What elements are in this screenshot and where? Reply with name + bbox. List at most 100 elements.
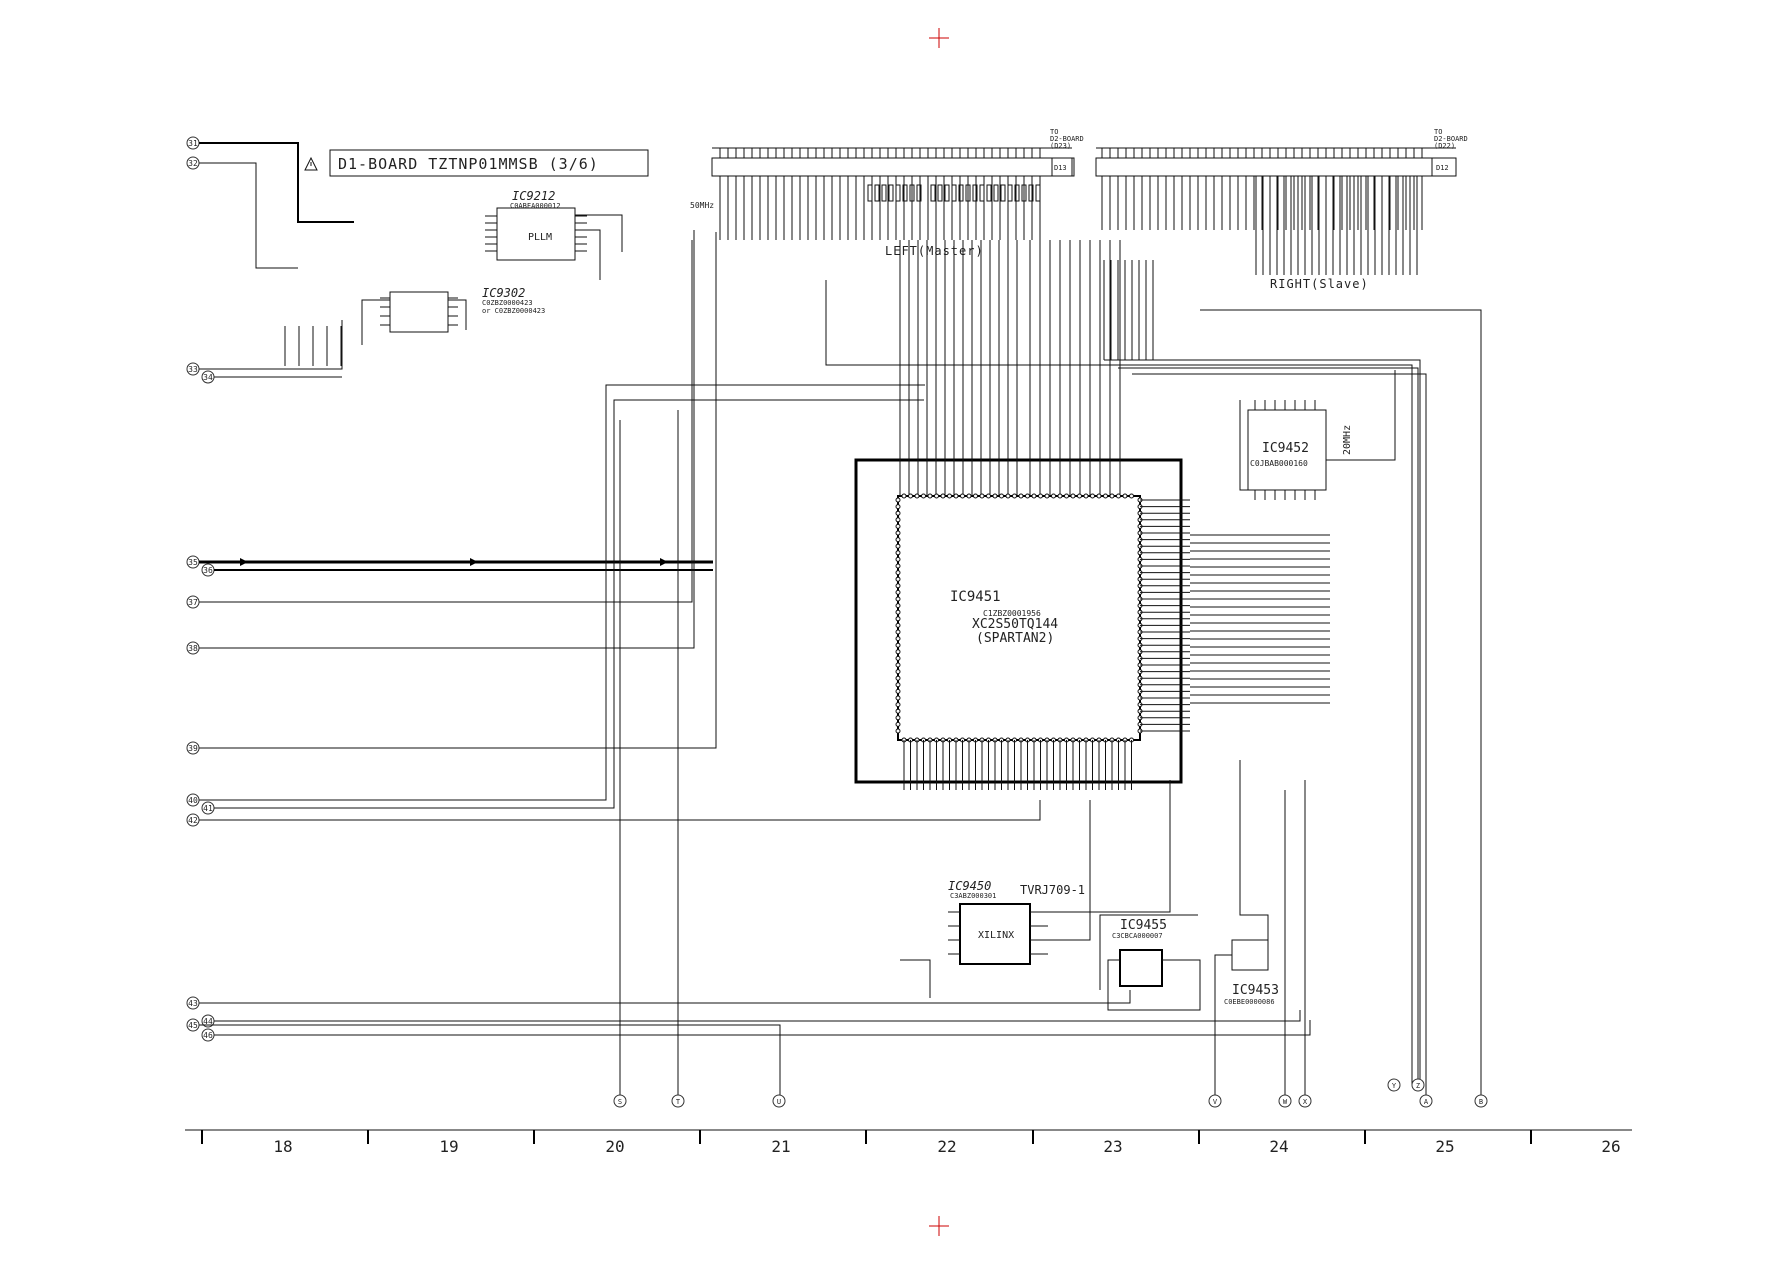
ic9450-part: C3ABZ000301 xyxy=(950,892,996,900)
ic9455-block: IC9455 C3CBCA000007 xyxy=(1112,918,1167,987)
left-terminal-label: 36 xyxy=(203,566,213,575)
ic9453-label: IC9453 xyxy=(1232,983,1279,998)
left-terminal: 32 xyxy=(186,156,200,170)
ic9451-label: IC9451 xyxy=(950,589,1001,605)
left-terminal-label: 42 xyxy=(188,816,198,825)
ic9302-block: IC9302 C0ZBZ0000423 or C0ZBZ0000423 xyxy=(389,286,545,333)
grid-column-label: 25 xyxy=(1435,1137,1454,1156)
ic9212-block: IC9212 C0ABFA000012 PLLM xyxy=(496,189,576,261)
left-terminal-label: 31 xyxy=(188,139,198,148)
left-terminal-label: 44 xyxy=(203,1017,213,1026)
ic9451-family: (SPARTAN2) xyxy=(976,631,1054,646)
bottom-terminal: B xyxy=(1474,1094,1488,1108)
bottom-terminal-label: Z xyxy=(1416,1082,1420,1090)
d23-to: TO xyxy=(1050,128,1058,136)
left-terminal: 41 xyxy=(201,801,215,815)
left-terminal: 43 xyxy=(186,996,200,1010)
grid-column-label: 23 xyxy=(1103,1137,1122,1156)
left-terminal: 46 xyxy=(201,1028,215,1042)
left-terminal: 31 xyxy=(186,136,200,150)
left-terminal: 42 xyxy=(186,813,200,827)
bottom-terminal: T xyxy=(671,1094,685,1108)
left-terminal: 36 xyxy=(201,563,215,577)
bottom-terminal: U xyxy=(772,1094,786,1108)
left-terminal: 39 xyxy=(186,741,200,755)
bottom-terminal-label: V xyxy=(1213,1098,1218,1106)
ic9451-block: IC9451 C1ZBZ0001956 XC2S50TQ144 (SPARTAN… xyxy=(854,458,1183,784)
left-terminal-label: 40 xyxy=(188,796,198,805)
left-terminal: 34 xyxy=(201,370,215,384)
connector-d23: D13 TO D2-BOARD (D23) xyxy=(711,128,1084,177)
grid-column-label: 20 xyxy=(605,1137,624,1156)
crosshair-top xyxy=(929,28,949,48)
left-terminal-label: 35 xyxy=(188,558,198,567)
left-terminal: 33 xyxy=(186,362,200,376)
bottom-terminal: A xyxy=(1419,1094,1433,1108)
ic9453-block: IC9453 C0EBE0000086 xyxy=(1224,939,1279,1006)
d23-dest: D2-BOARD xyxy=(1050,135,1084,143)
bottom-terminal-label: U xyxy=(777,1098,781,1106)
ic9455-label: IC9455 xyxy=(1120,918,1167,933)
bottom-terminal: X xyxy=(1298,1094,1312,1108)
d22-dest: D2-BOARD xyxy=(1434,135,1468,143)
freq-50mhz-label: 50MHz xyxy=(690,201,714,210)
grid-column-label: 21 xyxy=(771,1137,790,1156)
ic9452-label: IC9452 xyxy=(1262,441,1309,456)
connector-d22: D12 TO D2-BOARD (D22) xyxy=(1095,128,1468,177)
bottom-terminal-label: S xyxy=(618,1098,622,1106)
ic9302-part: C0ZBZ0000423 xyxy=(482,299,533,307)
ic9453-part: C0EBE0000086 xyxy=(1224,998,1275,1006)
ic9451-part: C1ZBZ0001956 xyxy=(983,609,1041,618)
d23-ref: (D23) xyxy=(1050,142,1071,150)
left-terminal-label: 39 xyxy=(188,744,198,753)
board-title-box: D1-BOARD TZTNP01MMSB (3/6) xyxy=(304,149,649,177)
d22-box: D12 xyxy=(1436,164,1449,172)
ic9212-label: IC9212 xyxy=(512,189,555,203)
warning-triangle-icon xyxy=(304,156,318,171)
ic9455-part: C3CBCA000007 xyxy=(1112,932,1163,940)
ic9450-label: IC9450 xyxy=(948,879,991,893)
left-terminal-label: 41 xyxy=(203,804,213,813)
left-terminal-label: 46 xyxy=(203,1031,213,1040)
board-title: D1-BOARD TZTNP01MMSB (3/6) xyxy=(338,155,599,173)
d22-to: TO xyxy=(1434,128,1442,136)
grid-column-label: 22 xyxy=(937,1137,956,1156)
ic9452-part: C0JBAB000160 xyxy=(1250,459,1308,468)
left-terminal: 40 xyxy=(186,793,200,807)
bottom-terminal: S xyxy=(613,1094,627,1108)
wiring xyxy=(199,142,1482,1101)
crosshair-bottom xyxy=(929,1216,949,1236)
left-terminal: 35 xyxy=(186,555,200,569)
left-terminal: 37 xyxy=(186,595,200,609)
ic9452-block: IC9452 C0JBAB000160 20MHz xyxy=(1247,409,1353,491)
bottom-terminal: V xyxy=(1208,1094,1222,1108)
grid-column-label: 26 xyxy=(1601,1137,1620,1156)
ic9212-sub: PLLM xyxy=(528,232,552,243)
d23-box: D13 xyxy=(1054,164,1067,172)
left-terminal: 45 xyxy=(186,1018,200,1032)
bottom-terminal: Y xyxy=(1387,1078,1401,1092)
ic9302-alt: or C0ZBZ0000423 xyxy=(482,307,545,315)
bottom-terminal: Z xyxy=(1411,1078,1425,1092)
grid-column-label: 19 xyxy=(439,1137,458,1156)
ic9450-sub: XILINX xyxy=(978,930,1014,941)
left-terminal: 38 xyxy=(186,641,200,655)
freq-20mhz-label: 20MHz xyxy=(1342,425,1353,455)
left-terminal-label: 43 xyxy=(188,999,198,1008)
bottom-terminal-label: X xyxy=(1303,1098,1308,1106)
grid-column-label: 18 xyxy=(273,1137,292,1156)
left-terminal-label: 34 xyxy=(203,373,213,382)
bottom-terminal-list: S T U V W X Y ZA B xyxy=(613,1078,1488,1108)
left-terminal-label: 33 xyxy=(188,365,198,374)
bottom-terminal: W xyxy=(1278,1094,1292,1108)
ic9450-tv: TVRJ709-1 xyxy=(1020,883,1085,897)
left-terminal-label: 37 xyxy=(188,598,198,607)
ic9451-model: XC2S50TQ144 xyxy=(972,617,1058,632)
d22-ref: (D22) xyxy=(1434,142,1455,150)
ic9450-block: IC9450 C3ABZ000301 XILINX TVRJ709-1 xyxy=(948,879,1085,965)
bottom-terminal-label: A xyxy=(1424,1098,1429,1106)
ic9212-part: C0ABFA000012 xyxy=(510,202,561,210)
